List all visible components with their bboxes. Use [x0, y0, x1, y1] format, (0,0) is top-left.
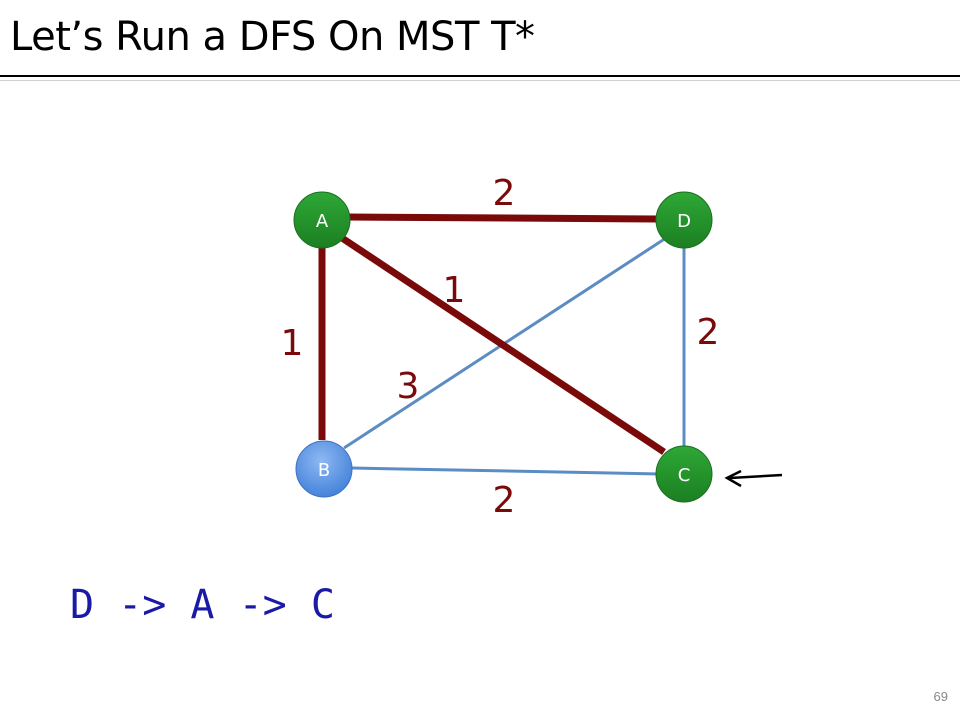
- title-divider: [0, 75, 960, 77]
- edge-b-c: [351, 466, 661, 476]
- node-c-label: C: [678, 465, 691, 486]
- slide-title: Let’s Run a DFS On MST T*: [10, 14, 535, 60]
- weight-a-b: 1: [281, 323, 304, 364]
- pointer-arrow-icon: [724, 469, 783, 488]
- title-divider-shadow: [0, 80, 960, 81]
- edge-a-d: [345, 213, 661, 223]
- page-number: 69: [933, 689, 948, 704]
- node-a-label: A: [316, 211, 329, 232]
- weight-b-d: 3: [397, 366, 420, 407]
- edge-a-c: [340, 235, 666, 455]
- dfs-path-text: D -> A -> C: [70, 582, 335, 628]
- weight-a-c: 1: [443, 270, 466, 311]
- node-b: B: [295, 440, 353, 498]
- weight-d-c: 2: [697, 312, 720, 353]
- node-d-label: D: [677, 211, 691, 232]
- node-d: D: [655, 191, 713, 249]
- node-b-label: B: [318, 460, 330, 481]
- node-a: A: [293, 191, 351, 249]
- weight-b-c: 2: [493, 480, 516, 521]
- node-c: C: [655, 445, 713, 503]
- weight-a-d: 2: [493, 173, 516, 214]
